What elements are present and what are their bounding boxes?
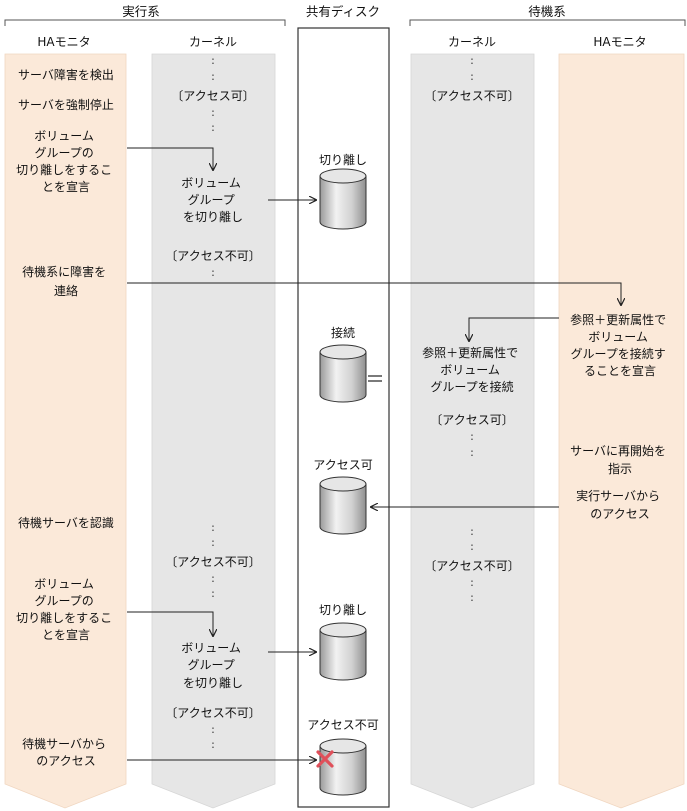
active-ha-standby-access: 待機サーバから のアクセス [22,736,110,768]
standby-ha-column-header: HAモニタ [593,35,646,49]
disk-label-detach-2: 切り離し [319,603,367,617]
access-denied-cross-icon [316,750,334,768]
active-kernel-column-header: カーネル [189,35,237,49]
svg-text::: : [470,540,474,553]
svg-text::: : [470,70,474,83]
active-kernel-access-ng-2: 〔アクセス不可〕 [165,555,260,569]
svg-text::: : [211,121,215,134]
active-ha-lane [4,53,127,809]
svg-text::: : [211,521,215,534]
svg-text::: : [211,572,215,585]
active-system-header: 実行系 [122,4,160,19]
active-ha-recognize-standby: 待機サーバを認識 [18,515,114,530]
disk-label-connect: 接続 [331,325,355,340]
standby-kernel-connect: 参照＋更新属性で ボリューム グループを接続 [422,345,522,394]
standby-kernel-access-ng-1: 〔アクセス不可〕 [424,89,519,103]
active-ha-column-header: HAモニタ [37,35,90,49]
active-kernel-access-ok: 〔アクセス可〕 [171,89,254,103]
standby-ha-restart-server: サーバに再開始を 指示 [570,444,670,476]
disk-icon-5 [319,738,367,796]
active-kernel-dots-5: :: [211,572,215,600]
standby-ha-active-access: 実行サーバから のアクセス [576,488,664,521]
shared-disk-header: 共有ディスク [306,4,380,19]
svg-text::: : [211,70,215,83]
active-kernel-dots-4: :: [211,521,215,549]
svg-text::: : [211,587,215,600]
svg-text::: : [211,723,215,736]
svg-text::: : [211,738,215,751]
active-ha-notify-standby: 待機系に障害を 連絡 [22,264,110,298]
arrow-notify-standby [127,282,621,305]
active-kernel-access-ng-3: 〔アクセス不可〕 [165,706,260,720]
standby-kernel-dots-3: :: [470,525,474,553]
standby-ha-declare-connect: 参照＋更新属性で ボリューム グループを接続す ることを宣言 [570,312,670,378]
standby-kernel-access-ok: 〔アクセス可〕 [430,413,513,427]
active-kernel-dots-2: :: [211,106,215,134]
standby-kernel-dots-1: :: [470,54,474,83]
disk-label-detach-1: 切り離し [319,153,367,167]
arrow-declare-to-detach-2 [127,611,213,636]
active-ha-declare-detach-2: ボリューム グループの 切り離しをするこ とを宣言 [16,577,116,642]
active-kernel-dot-3: : [211,266,215,279]
svg-text::: : [470,576,474,589]
standby-kernel-column-header: カーネル [448,35,496,49]
disk-icon-3 [319,476,367,535]
svg-text::: : [211,54,215,67]
disk-icon-2 [319,344,367,403]
arrow-declare-connect-to-kernel [469,317,559,341]
active-ha-declare-detach-1: ボリューム グループの 切り離しをするこ とを宣言 [16,129,116,194]
disk-icon-4 [319,622,367,681]
standby-kernel-lane [410,53,535,809]
disk-label-access-ok: アクセス可 [313,458,372,472]
svg-text::: : [211,536,215,549]
standby-system-header: 待機系 [528,4,566,19]
svg-text::: : [470,525,474,538]
arrow-declare-to-detach-1 [127,147,213,170]
active-kernel-dots-6: :: [211,723,215,751]
standby-kernel-dots-2: :: [470,430,474,459]
standby-system-bracket [409,19,686,26]
active-kernel-lane [151,53,276,809]
active-kernel-detach-1: ボリューム グループ を切り離し [181,176,244,224]
svg-text::: : [211,106,215,119]
standby-kernel-dots-4: :: [470,576,474,604]
active-kernel-detach-2: ボリューム グループ を切り離し [181,641,244,690]
shared-disk-frame [297,27,390,808]
svg-text::: : [470,446,474,459]
svg-text::: : [470,430,474,443]
active-ha-force-stop: サーバを強制停止 [18,97,114,112]
active-kernel-dots-1: :: [211,54,215,83]
standby-ha-lane [558,53,685,809]
standby-kernel-access-ng-2: 〔アクセス不可〕 [424,559,519,573]
active-system-bracket [4,19,286,26]
disk-label-access-ng: アクセス不可 [307,718,378,732]
active-ha-detect-failure: サーバ障害を検出 [18,67,114,82]
disk-connect-marker [368,375,382,382]
svg-text::: : [470,591,474,604]
svg-text::: : [470,54,474,67]
active-kernel-access-ng-1: 〔アクセス不可〕 [165,249,260,263]
disk-icon-1 [319,168,367,230]
